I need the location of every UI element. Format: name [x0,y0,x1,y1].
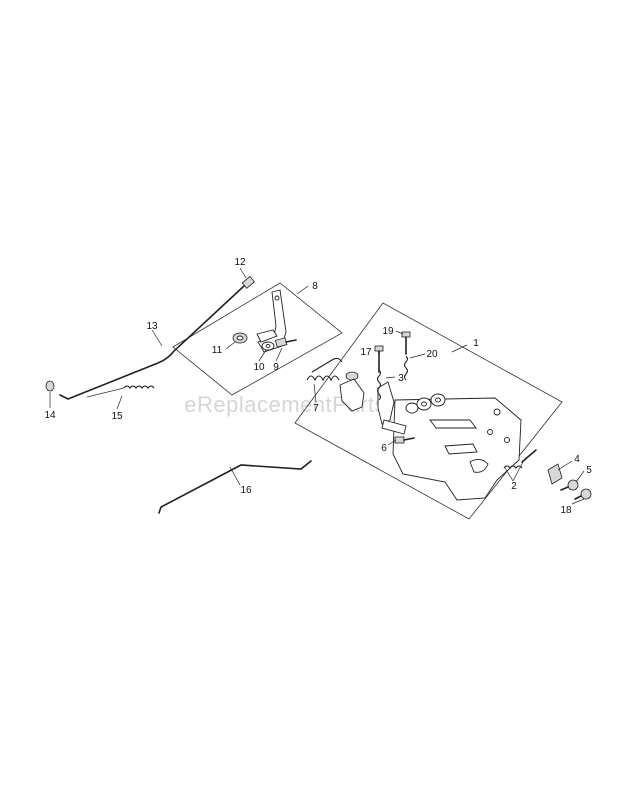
screw-part-5 [560,479,579,491]
callout-5: 5 [586,465,592,476]
callout-14: 14 [44,410,56,421]
throttle-lever [377,381,407,435]
callout-9: 9 [273,362,279,373]
fitting-part-14 [45,380,55,392]
spring-part-3 [376,369,382,401]
callout-3: 3 [398,373,404,384]
bolt-part-6 [394,436,415,444]
spring-part-2 [503,449,537,469]
callout-7: 7 [313,403,319,414]
callout-10: 10 [253,362,265,373]
callout-16: 16 [240,485,252,496]
leader-lines [49,267,585,505]
governor-rod-part-16 [158,460,312,514]
washer-part-10 [261,341,275,351]
callout-20: 20 [426,349,438,360]
subassembly-frame-8 [172,282,343,396]
callout-4: 4 [574,454,580,465]
washer-stack [405,393,446,414]
bolt-part-9 [274,337,297,348]
callout-2: 2 [511,481,517,492]
control-bracket [256,289,287,353]
callout-19: 19 [382,326,394,337]
callout-6: 6 [381,443,387,454]
callout-13: 13 [146,321,158,332]
fitting-part-12 [241,275,255,289]
nut-part-11 [232,332,248,344]
screw-part-17 [374,345,384,373]
spring-part-7 [306,357,343,382]
bolt-part-18 [574,488,592,500]
control-plate [392,397,522,501]
callout-17: 17 [360,347,372,358]
spring-part-15 [86,385,155,398]
callout-11: 11 [212,345,223,356]
cable-clamp-part-4 [547,463,563,485]
callout-12: 12 [234,257,246,268]
callout-15: 15 [111,411,123,422]
screw-part-19 [401,331,411,355]
spring-part-20 [403,355,409,381]
callout-8: 8 [312,281,318,292]
callout-18: 18 [560,505,572,516]
assembly-frame-1 [294,302,563,520]
throttle-rod-part-13 [59,285,245,400]
choke-lever [339,371,365,412]
callout-1: 1 [473,338,479,349]
